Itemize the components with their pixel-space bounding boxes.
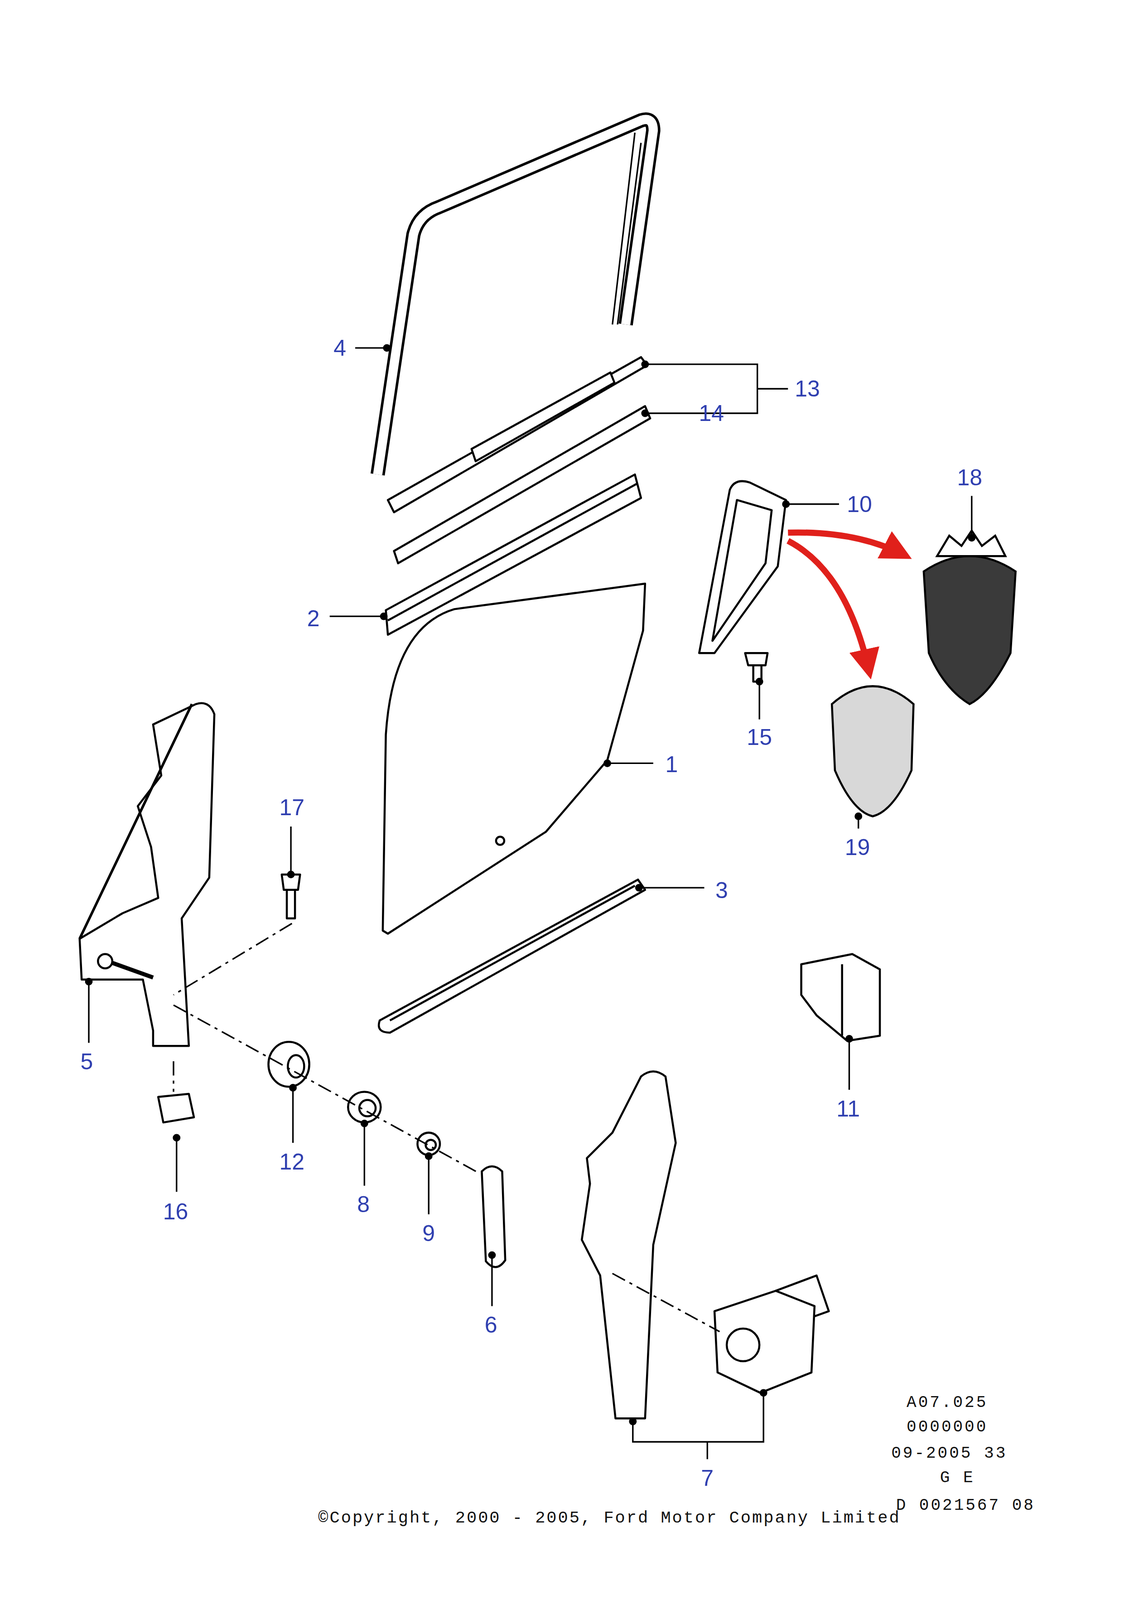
callout-number: 14 <box>698 401 724 425</box>
drawing-code: A07.025 <box>906 1394 988 1411</box>
callout-number: 10 <box>846 492 873 516</box>
callout-number: 3 <box>715 878 729 902</box>
callout-number: 11 <box>836 1097 860 1120</box>
callout-number: 5 <box>80 1050 94 1073</box>
callout-number: 1 <box>665 752 679 776</box>
callout-number: 12 <box>279 1150 305 1173</box>
callout-number: 19 <box>844 835 871 859</box>
callout-number: 18 <box>956 466 983 489</box>
callout-number: 2 <box>307 607 320 630</box>
drawing-code: G E <box>940 1469 975 1487</box>
callout-number: 8 <box>357 1192 370 1216</box>
drawing-code: 0000000 <box>906 1418 988 1436</box>
callout-number: 16 <box>163 1200 189 1223</box>
callout-number: 6 <box>484 1313 498 1337</box>
callout-number: 15 <box>746 725 773 749</box>
callout-number: 13 <box>794 377 821 401</box>
callout-number: 9 <box>422 1221 435 1245</box>
callout-number: 7 <box>700 1466 714 1490</box>
callout-number: 17 <box>279 796 305 819</box>
drawing-code: D 0021567 08 <box>896 1497 1036 1514</box>
callout-number: 4 <box>333 336 347 360</box>
copyright-notice: ©Copyright, 2000 - 2005, Ford Motor Comp… <box>318 1509 901 1527</box>
drawing-code: 09-2005 33 <box>891 1445 1008 1462</box>
